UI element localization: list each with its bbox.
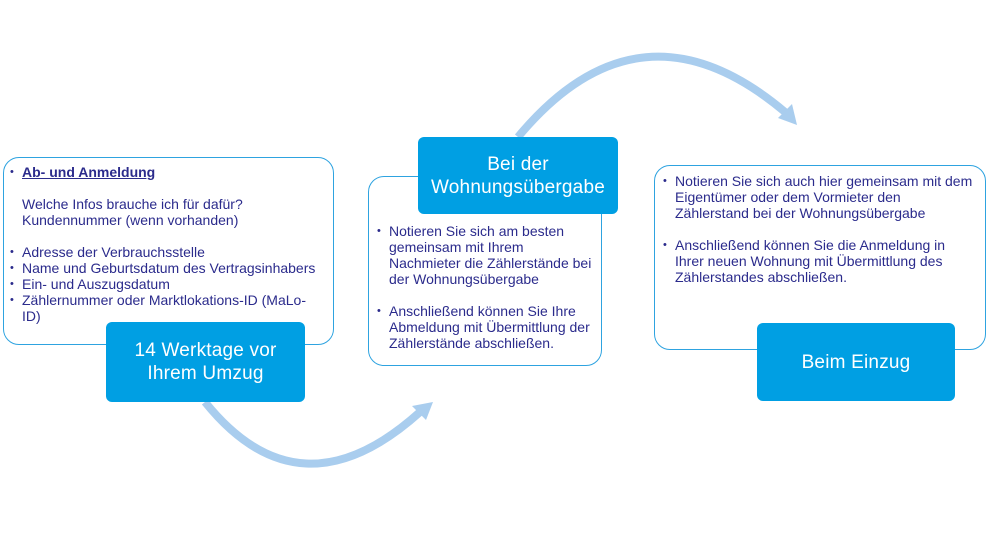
- stage1-intro-line1: Welche Infos brauche ich für dafür?: [22, 196, 243, 212]
- stage2-item: Notieren Sie sich am besten gemeinsam mi…: [377, 223, 593, 287]
- stage1-title-line2: Ihrem Umzug: [147, 363, 264, 384]
- stage3-details-list: Notieren Sie sich auch hier gemeinsam mi…: [663, 173, 977, 285]
- stage1-intro-line2: Kundennummer (wenn vorhanden): [22, 212, 239, 228]
- stage1-details-list: Ab- und Anmeldung Welche Infos brauche i…: [10, 164, 325, 324]
- stage1-details-box: Ab- und Anmeldung Welche Infos brauche i…: [3, 157, 334, 345]
- stage3-title: Beim Einzug: [801, 351, 911, 373]
- stage1-title-line1: 14 Werktage vor: [134, 340, 277, 361]
- stage2-spacer: [377, 287, 593, 303]
- stage3-details-box: Notieren Sie sich auch hier gemeinsam mi…: [654, 165, 986, 350]
- stage3-item: Notieren Sie sich auch hier gemeinsam mi…: [663, 173, 977, 221]
- arrow-stage2-to-stage3: [514, 52, 797, 140]
- stage2-title-line1: Bei der: [487, 153, 549, 175]
- stage2-title-line2: Wohnungsübergabe: [431, 176, 605, 198]
- stage1-heading[interactable]: Ab- und Anmeldung: [22, 164, 156, 180]
- stage3-spacer: [663, 221, 977, 237]
- stage2-item: Anschließend können Sie Ihre Abmeldung m…: [377, 303, 593, 351]
- stage2-details-list: Notieren Sie sich am besten gemeinsam mi…: [377, 223, 593, 351]
- stage1-item: Zählernummer oder Marktlokations-ID (MaL…: [10, 292, 325, 324]
- stage2-title-box: Bei der Wohnungsübergabe: [418, 137, 618, 214]
- stage1-title-box: 14 Werktage vor Ihrem Umzug: [106, 322, 305, 402]
- stage3-item: Anschließend können Sie die Anmeldung in…: [663, 237, 977, 285]
- stage1-heading-item: Ab- und Anmeldung: [10, 164, 325, 180]
- arrow-stage1-to-stage2: [201, 399, 433, 468]
- stage2-details-box: Notieren Sie sich am besten gemeinsam mi…: [368, 176, 602, 366]
- stage1-spacer: [10, 228, 325, 244]
- stage1-item: Name und Geburtsdatum des Vertragsinhabe…: [10, 260, 325, 276]
- stage1-item: Ein- und Auszugsdatum: [10, 276, 325, 292]
- stage3-title-box: Beim Einzug: [757, 323, 955, 401]
- stage1-spacer: [10, 180, 325, 196]
- stage1-item: Adresse der Verbrauchsstelle: [10, 244, 325, 260]
